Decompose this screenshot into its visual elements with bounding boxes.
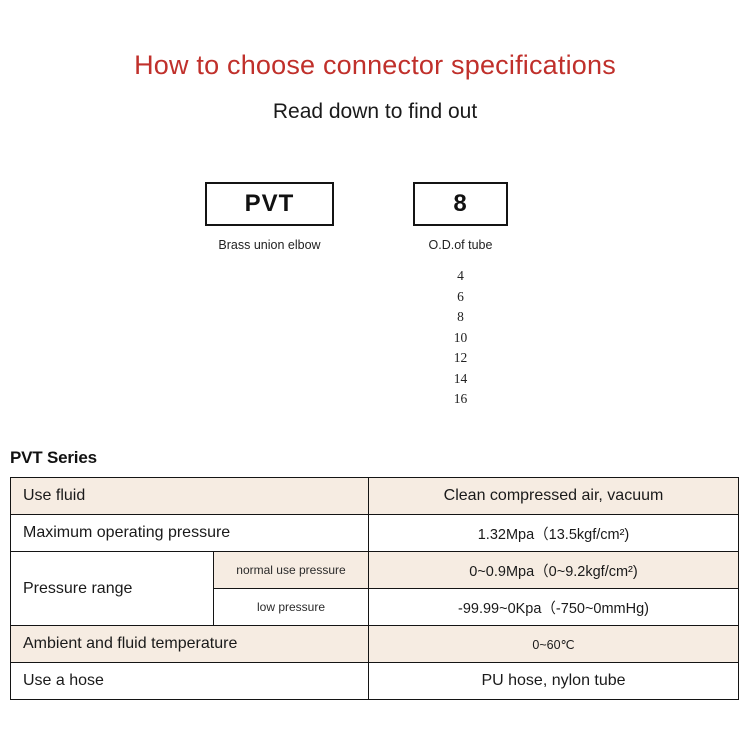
spec-table-heading: PVT Series [10, 448, 97, 467]
spec-value: 0~0.9Mpa（0~9.2kgf/cm²) [368, 551, 739, 589]
table-row: Ambient and fluid temperature 0~60℃ [10, 625, 739, 663]
spec-sublabel: normal use pressure [213, 551, 369, 589]
spec-label: Ambient and fluid temperature [10, 625, 369, 663]
series-code-caption: Brass union elbow [218, 238, 321, 252]
tube-size-caption: O.D.of tube [428, 238, 493, 252]
size-option: 10 [453, 329, 468, 345]
spec-label: Pressure range [10, 551, 214, 626]
spec-label: Maximum operating pressure [10, 514, 369, 552]
size-option: 8 [457, 309, 464, 324]
series-code-box: PVT [205, 182, 334, 226]
spec-value: 0~60℃ [368, 625, 739, 663]
spec-value: Clean compressed air, vacuum [368, 477, 739, 515]
table-row: Use fluid Clean compressed air, vacuum [10, 477, 739, 515]
spec-value: 1.32Mpa（13.5kgf/cm²) [368, 514, 739, 552]
table-row: Maximum operating pressure 1.32Mpa（13.5k… [10, 514, 739, 552]
size-option: 4 [457, 268, 464, 283]
spec-sublabel: low pressure [213, 588, 369, 626]
spec-value: -99.99~0Kpa（-750~0mmHg) [368, 588, 739, 626]
spec-table: Use fluid Clean compressed air, vacuum M… [10, 477, 739, 700]
spec-value: PU hose, nylon tube [368, 662, 739, 700]
page-title: How to choose connector specifications [134, 50, 616, 80]
table-row: Pressure range normal use pressure 0~0.9… [10, 551, 739, 626]
spec-label: Use fluid [10, 477, 369, 515]
size-option: 14 [453, 370, 468, 386]
tube-size-options: 4 6 8 10 12 14 16 [413, 266, 508, 410]
spec-label: Use a hose [10, 662, 369, 700]
table-row: low pressure -99.99~0Kpa（-750~0mmHg) [11, 588, 739, 626]
size-option: 16 [453, 391, 468, 406]
table-row: Use a hose PU hose, nylon tube [10, 662, 739, 700]
page-subtitle: Read down to find out [272, 100, 478, 123]
tube-size-box: 8 [413, 182, 508, 226]
size-option: 12 [453, 350, 468, 365]
size-option: 6 [457, 288, 464, 304]
